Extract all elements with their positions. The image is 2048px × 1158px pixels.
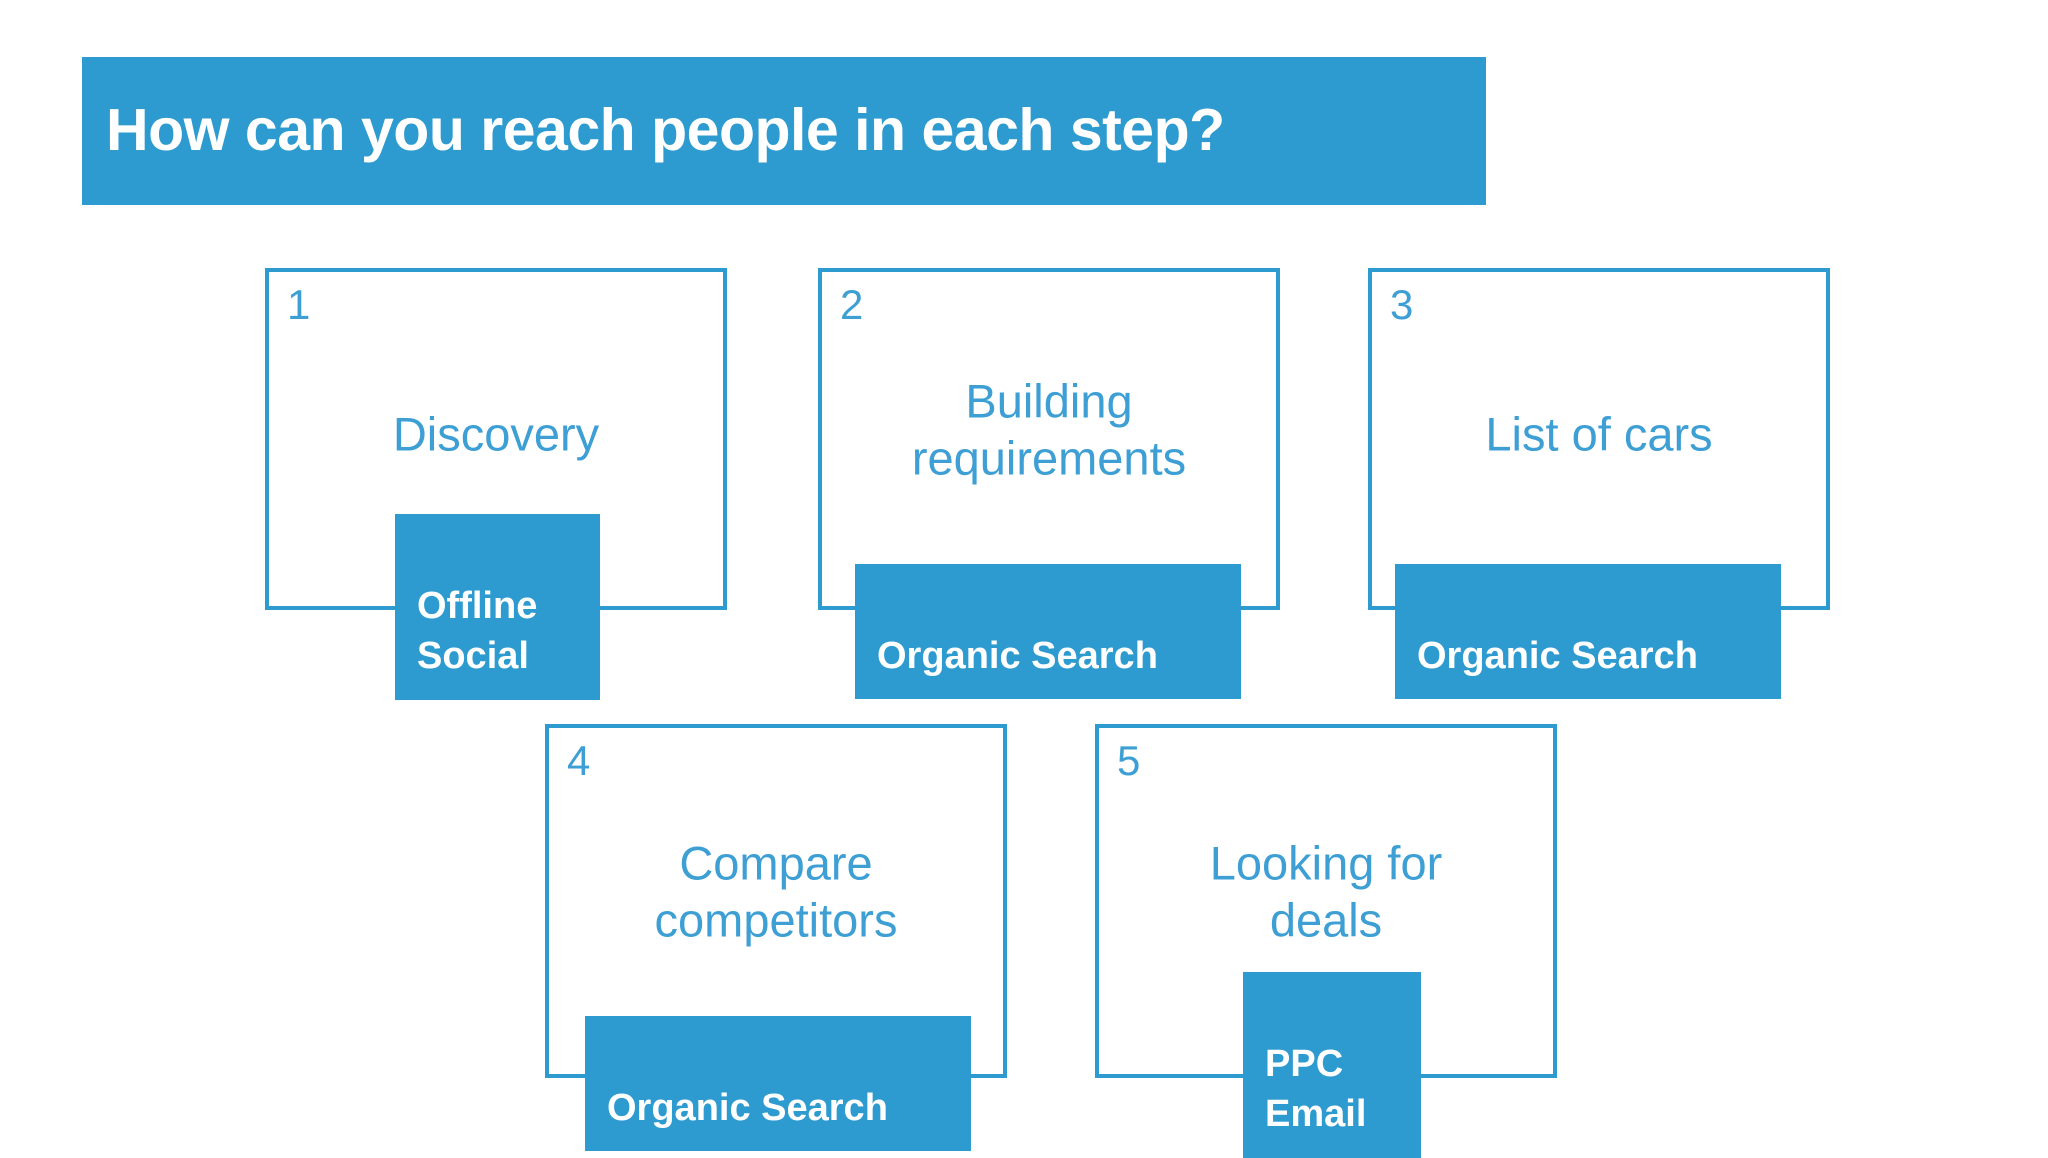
step-number-4: 4: [567, 737, 591, 784]
step-number-2: 2: [840, 281, 864, 328]
step-badge-5[interactable]: PPC Email: [1243, 972, 1421, 1158]
step-number-1: 1: [287, 281, 311, 328]
step-number-5: 5: [1117, 737, 1141, 784]
step-badge-label-3: Organic Search: [1417, 634, 1698, 677]
step-number-3: 3: [1390, 281, 1414, 328]
step-label-2: Building requirements: [911, 374, 1187, 485]
step-label-4: Compare competitors: [654, 836, 898, 947]
step-badge-4[interactable]: Organic Search: [585, 1016, 971, 1152]
step-badge-2[interactable]: Organic Search: [855, 564, 1241, 700]
step-label-3: List of cars: [1485, 407, 1713, 461]
step-label-1: Discovery: [392, 407, 600, 461]
step-badge-label-5: PPC Email: [1265, 1042, 1367, 1136]
step-badge-label-4: Organic Search: [607, 1086, 888, 1129]
slide-title-banner: How can you reach people in each step?: [82, 57, 1486, 205]
step-badge-3[interactable]: Organic Search: [1395, 564, 1781, 700]
page-title: How can you reach people in each step?: [106, 97, 1225, 164]
step-badge-label-2: Organic Search: [877, 634, 1158, 677]
step-box-3[interactable]: 3 List of cars: [1368, 268, 1830, 610]
step-box-2[interactable]: 2 Building requirements: [818, 268, 1280, 610]
step-badge-1[interactable]: Offline Social: [395, 514, 600, 700]
step-label-5: Looking for deals: [1209, 836, 1443, 947]
step-badge-label-1: Offline Social: [417, 584, 538, 678]
